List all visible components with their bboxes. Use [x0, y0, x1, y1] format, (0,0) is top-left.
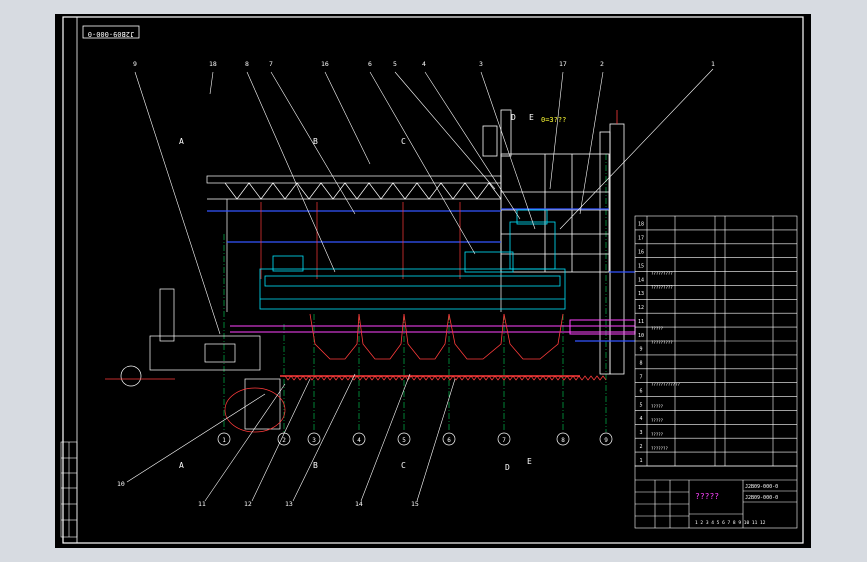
- drawing-number-box: J2B09-000-0: [82, 25, 140, 39]
- parts-list-row-number: 9: [639, 347, 642, 353]
- svg-text:7: 7: [502, 437, 506, 444]
- balloon-labels-top: 9 18 8 7 16 6 5 4 3 17 2 1: [133, 60, 715, 68]
- section-mark-b-top: B: [313, 137, 318, 146]
- balloon-14: 14: [355, 500, 363, 508]
- title-block-title: ?????: [695, 492, 719, 501]
- filter-casing: [259, 209, 566, 310]
- parts-list-row-number: 13: [638, 291, 644, 297]
- balloon-3: 3: [479, 60, 483, 68]
- parts-list-row-number: 2: [639, 444, 642, 450]
- balloon-7: 7: [269, 60, 273, 68]
- title-block-code-1: J2B09-000-0: [745, 484, 778, 490]
- drawing-number: J2B09-000-0: [88, 30, 134, 38]
- svg-text:?????: ?????: [651, 326, 664, 331]
- section-marks: A B C D E A B C D E: [179, 113, 534, 472]
- parts-list-row-number: 17: [638, 236, 644, 242]
- parts-list-row-number: 5: [639, 402, 642, 408]
- cad-viewport[interactable]: J2B09-000-0: [55, 14, 811, 548]
- floor-beams: [207, 208, 635, 342]
- svg-text:????????????: ????????????: [651, 382, 680, 387]
- svg-text:4: 4: [357, 437, 361, 444]
- title-block: [634, 465, 798, 529]
- balloon-6: 6: [368, 60, 372, 68]
- roof-truss: [206, 154, 502, 312]
- svg-text:?????: ?????: [651, 418, 664, 423]
- svg-text:???????: ???????: [651, 446, 668, 451]
- dust-hoppers: [280, 313, 607, 381]
- parts-list-row-number: 14: [638, 277, 644, 283]
- svg-text:5: 5: [402, 437, 406, 444]
- parts-list-row-number: 4: [639, 416, 642, 422]
- balloon-16: 16: [321, 60, 329, 68]
- parts-list-row-number: 1: [639, 458, 642, 464]
- section-mark-b-bottom: B: [313, 461, 318, 470]
- section-mark-d-top: D: [511, 113, 516, 122]
- axis-grid-lines: [223, 154, 607, 432]
- svg-text:2: 2: [282, 437, 286, 444]
- balloon-5: 5: [393, 60, 397, 68]
- svg-text:3: 3: [312, 437, 316, 444]
- svg-text:?????????: ?????????: [651, 271, 673, 276]
- balloon-labels-bottom: 10 11 12 13 14 15: [117, 480, 419, 508]
- svg-text:8: 8: [561, 437, 565, 444]
- stacks: [482, 109, 625, 375]
- balloon-11: 11: [198, 500, 206, 508]
- parts-list-row-number: 15: [638, 263, 644, 269]
- section-mark-e-bottom: E: [527, 457, 532, 466]
- svg-text:?????????: ?????????: [651, 285, 673, 290]
- balloon-4: 4: [422, 60, 426, 68]
- balloon-17: 17: [559, 60, 567, 68]
- svg-text:9: 9: [604, 437, 608, 444]
- svg-text:6: 6: [447, 437, 451, 444]
- leader-lines: [126, 68, 714, 502]
- axis-bubbles: [217, 432, 613, 446]
- svg-text:1: 1: [222, 437, 226, 444]
- inlet-equipment: [105, 288, 286, 433]
- top-annotation: 0=3???: [541, 116, 566, 124]
- section-mark-e-top: E: [529, 113, 534, 122]
- balloon-12: 12: [244, 500, 252, 508]
- section-mark-c-top: C: [401, 137, 406, 146]
- structural-columns: [260, 202, 461, 279]
- balloon-10: 10: [117, 480, 125, 488]
- svg-text:?????: ?????: [651, 404, 664, 409]
- parts-list-entries: ????????? ????????? ????? ????????? ????…: [651, 271, 680, 451]
- drawing-border: [62, 16, 804, 544]
- balloon-13: 13: [285, 500, 293, 508]
- parts-list-row-number: 11: [638, 319, 644, 325]
- platform-walkway: [230, 319, 636, 335]
- revision-table: [60, 441, 78, 538]
- parts-list-row-number: 3: [639, 430, 642, 436]
- section-mark-d-bottom: D: [505, 463, 510, 472]
- parts-list-row-number: 6: [639, 388, 642, 394]
- section-mark-a-bottom: A: [179, 461, 184, 470]
- parts-list-row-number: 10: [638, 333, 644, 339]
- parts-list-row-number: 18: [638, 222, 644, 228]
- parts-list-row-number: 16: [638, 250, 644, 256]
- balloon-1: 1: [711, 60, 715, 68]
- title-block-footer: 1 2 3 4 5 6 7 8 9 10 11 12: [695, 520, 766, 526]
- balloon-8: 8: [245, 60, 249, 68]
- balloon-18: 18: [209, 60, 217, 68]
- title-block-code-2: J2B09-000-0: [745, 495, 778, 501]
- cad-drawing: J2B09-000-0: [60, 16, 804, 544]
- axis-bubble-labels: 1 2 3 4 5 6 7 8 9: [222, 437, 608, 444]
- section-mark-c-bottom: C: [401, 461, 406, 470]
- section-mark-a-top: A: [179, 137, 184, 146]
- parts-list-row-number: 7: [639, 375, 642, 381]
- parts-list-row-numbers: 18 17 16 15 14 13 12 11 10 9 8 7 6 5 4 3 2 1: [638, 222, 644, 464]
- parts-list-row-number: 8: [639, 361, 642, 367]
- parts-list-row-number: 12: [638, 305, 644, 311]
- svg-text:?????????: ?????????: [651, 340, 673, 345]
- balloon-9: 9: [133, 60, 137, 68]
- svg-text:?????: ?????: [651, 432, 664, 437]
- balloon-15: 15: [411, 500, 419, 508]
- balloon-2: 2: [600, 60, 604, 68]
